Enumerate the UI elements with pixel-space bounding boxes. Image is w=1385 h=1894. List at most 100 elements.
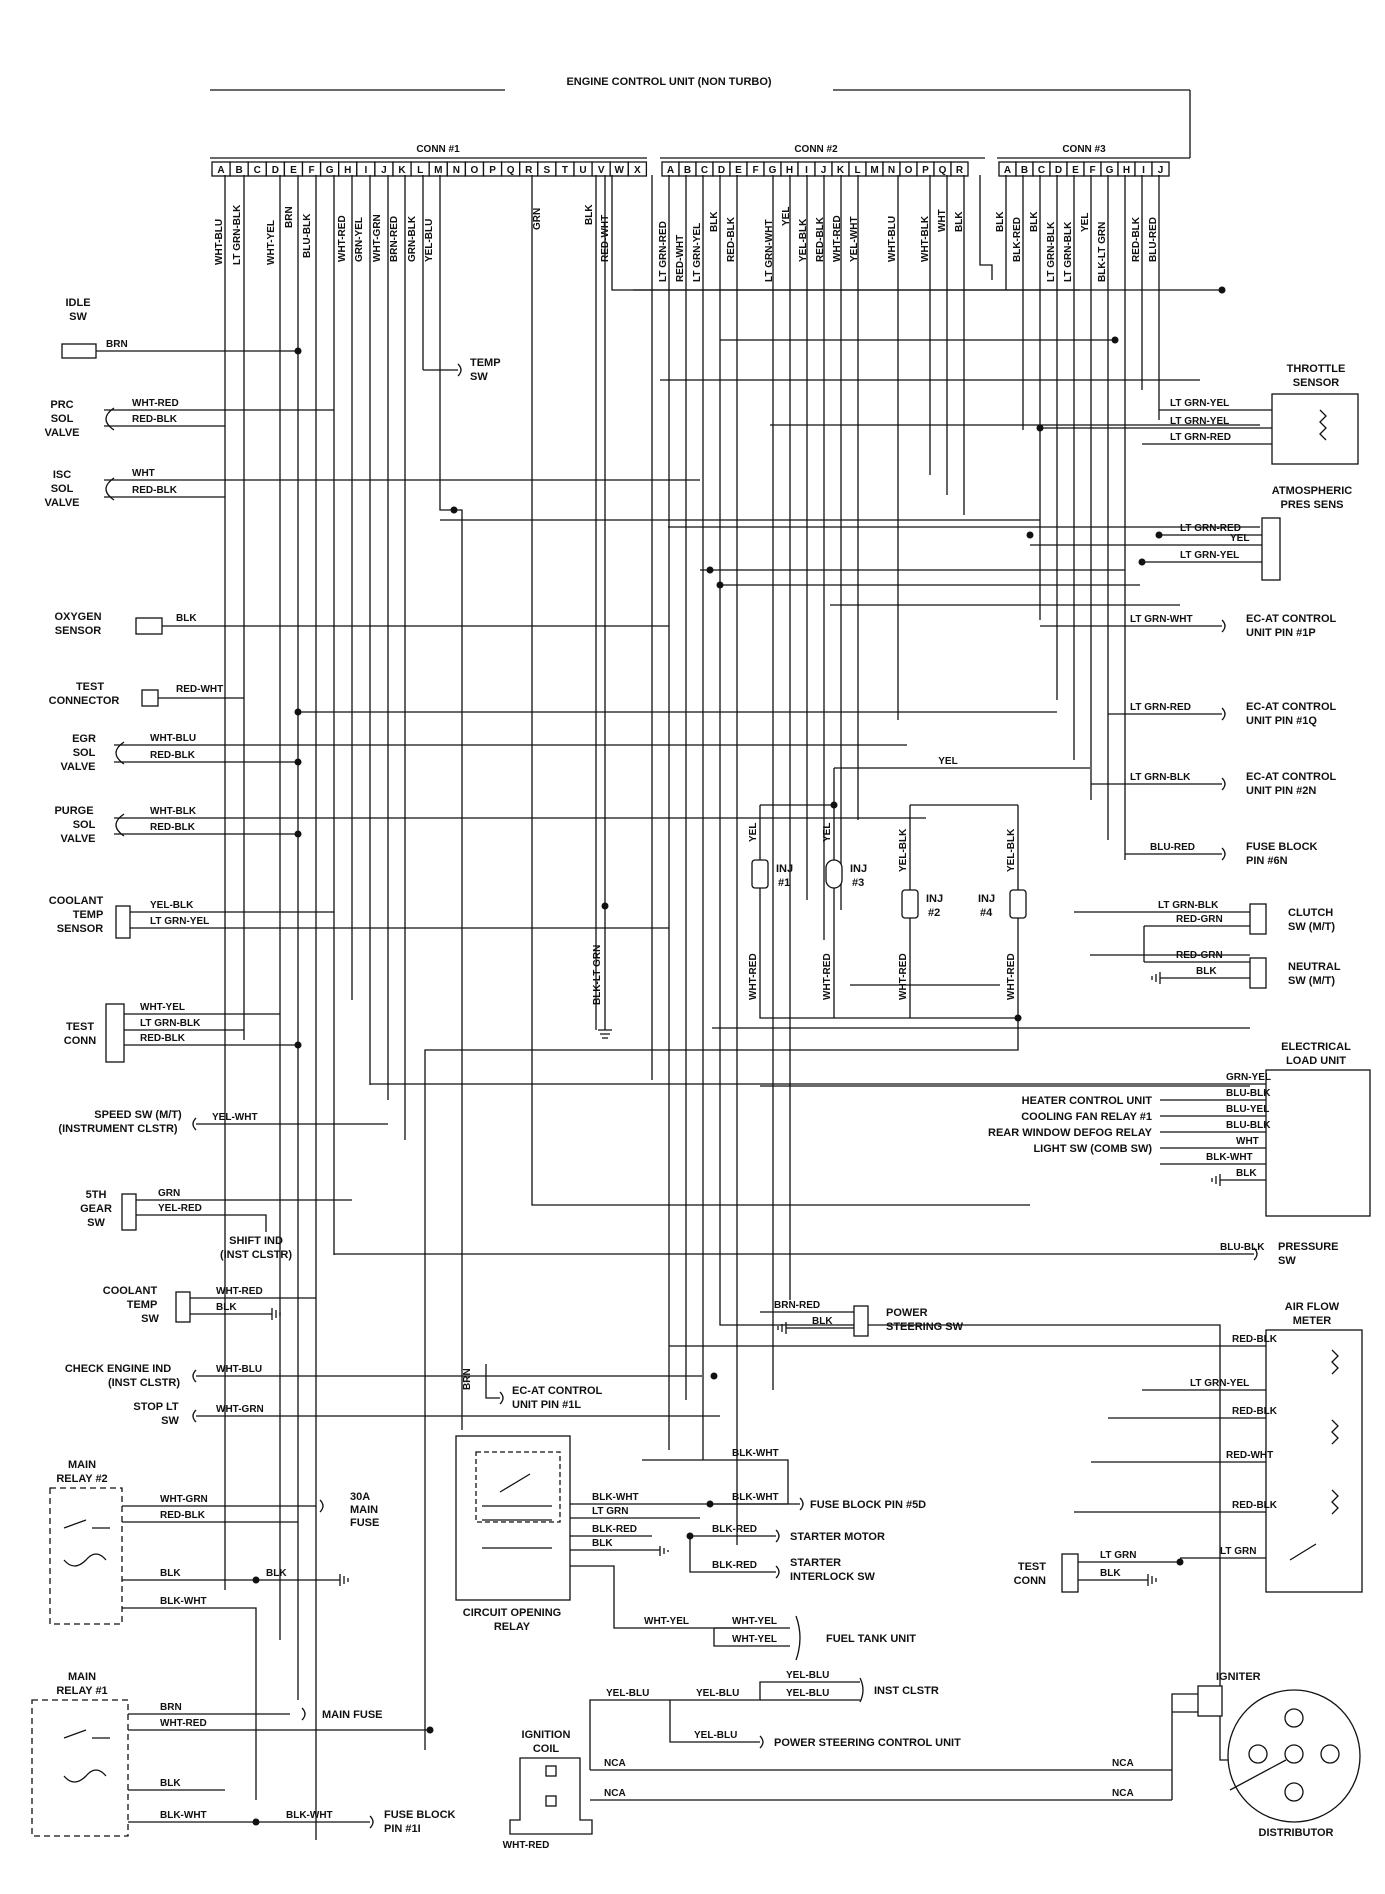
connector-pin: N (888, 165, 895, 176)
connector-pin-box (1151, 161, 1170, 177)
switch-icon (175, 1291, 191, 1323)
test-conn-label: TEST (66, 1021, 94, 1033)
connector-pin-box (950, 161, 969, 177)
ecu-wire-label: LT GRN-YEL (692, 223, 703, 282)
coolant-temp-sw-label: SW (141, 1313, 159, 1325)
wire-label: LT GRN-YEL (1170, 398, 1229, 409)
connector-icon (141, 689, 159, 707)
atmospheric-pres-sens-label: PRES SENS (1281, 499, 1344, 511)
wire-label: BRN (106, 339, 128, 350)
wire-label: YEL-BLU (786, 1688, 829, 1699)
fifth-gear-sw-label: GEAR (80, 1203, 112, 1215)
wire-label: BLU-BLK (1220, 1242, 1265, 1253)
isc-sol-valve-label: SOL (51, 483, 74, 495)
oxygen-sensor-label: SENSOR (55, 625, 102, 637)
fuse-block-5d: BLK-WHT BLK-WHT FUSE BLOCK PIN #5D (642, 1448, 926, 1511)
wire-label: RED-BLK (1232, 1334, 1278, 1345)
power-steering-sw: BRN-RED BLK POWER STEERING SW (760, 1300, 964, 1337)
power-steering-sw-label: POWER (886, 1307, 928, 1319)
fuse-block-6n: BLU-RED FUSE BLOCK PIN #6N (1125, 841, 1318, 867)
wire-label: WHT-RED (503, 1840, 550, 1851)
main-relay-1-label: RELAY #1 (56, 1685, 107, 1697)
ecu-wire-label: WHT-YEL (266, 220, 277, 265)
injector-2-label: #2 (928, 907, 940, 919)
main-fuse-label: FUSE (350, 1517, 379, 1529)
fuse-block-label: FUSE BLOCK (384, 1809, 456, 1821)
test-connector-label: TEST (76, 681, 104, 693)
connector-pin: K (398, 165, 406, 176)
ecat-label: EC-AT CONTROL (512, 1385, 603, 1397)
wire-label: LT GRN-WHT (1130, 614, 1193, 625)
connector-pin: F (308, 165, 314, 176)
switch-icon (1249, 903, 1267, 935)
conn1-label: CONN #1 (416, 144, 460, 155)
coil-terminal-icon (545, 1765, 557, 1777)
wire-label: WHT-YEL (644, 1616, 689, 1627)
fuse-block-label: FUSE BLOCK (1246, 841, 1318, 853)
wire-label: BRN (160, 1702, 182, 1713)
electrical-load-unit-label: LOAD UNIT (1286, 1055, 1346, 1067)
coolant-temp-sensor-label: COOLANT (49, 895, 104, 907)
fuse-block-label: PIN #1I (384, 1823, 421, 1835)
ecat-pin-1q: LT GRN-RED EC-AT CONTROL UNIT PIN #1Q (1108, 701, 1337, 727)
wire-label: RED-GRN (1176, 950, 1223, 961)
wire-label: RED-BLK (150, 750, 196, 761)
starter-interlock-sw: BLK-RED STARTER INTERLOCK SW (689, 1536, 876, 1583)
connector-pin: J (381, 165, 387, 176)
shift-ind-label: (INST CLSTR) (220, 1249, 292, 1261)
ecu-wire-label: LT GRN-BLK (1046, 221, 1057, 282)
wire-label: LT GRN-RED (1130, 702, 1191, 713)
wire-label: NCA (1112, 1758, 1134, 1769)
ecu-wire-label: BLK (709, 211, 720, 232)
wire-label: WHT-YEL (732, 1634, 777, 1645)
clutch-sw: LT GRN-BLK RED-GRN CLUTCH SW (M/T) (1074, 900, 1335, 962)
check-engine-ind-label: CHECK ENGINE IND (65, 1363, 171, 1375)
load-item-label: LIGHT SW (COMB SW) (1033, 1143, 1152, 1155)
right-components: THROTTLE SENSOR LT GRN-YEL LT GRN-YEL LT… (334, 363, 1371, 1593)
connector-pin: H (1123, 165, 1130, 176)
wire-label: NCA (604, 1758, 626, 1769)
stop-lt-sw-label: SW (161, 1415, 179, 1427)
speed-sw-label: (INSTRUMENT CLSTR) (58, 1123, 177, 1135)
horizontal-routes (440, 289, 1260, 1087)
connector-pin: Q (507, 165, 515, 176)
ecu-wire-label: YEL (781, 207, 792, 226)
injector-1-label: INJ (776, 863, 793, 875)
wire-label: YEL-BLU (694, 1730, 737, 1741)
ecu-wire-label: GRN (532, 208, 543, 230)
connector-pin: A (1004, 165, 1011, 176)
wire-label: LT GRN-BLK (140, 1018, 201, 1029)
throttle-sensor: THROTTLE SENSOR LT GRN-YEL LT GRN-YEL LT… (1040, 363, 1359, 465)
prc-sol-valve-label: SOL (51, 413, 74, 425)
throttle-sensor-label: THROTTLE (1287, 363, 1346, 375)
coil-terminal-icon (545, 1795, 557, 1807)
connector-pin: S (544, 165, 551, 176)
wire-label: BLK (592, 1538, 613, 1549)
wire-label: LT GRN-YEL (1170, 416, 1229, 427)
wire-label: LT GRN-YEL (1190, 1378, 1249, 1389)
connector-pin: H (786, 165, 793, 176)
ecu-wire-label: YEL (1080, 213, 1091, 232)
connector-pin: O (905, 165, 913, 176)
wire-label: RED-BLK (132, 414, 178, 425)
junction-dots (252, 286, 1226, 1826)
ps-control-unit-label: POWER STEERING CONTROL UNIT (774, 1737, 961, 1749)
wire-label: RED-BLK (132, 485, 178, 496)
wire-label: BLK-RED (712, 1524, 757, 1535)
temp-sw-label: SW (470, 371, 488, 383)
connector-pin: I (805, 165, 808, 176)
load-item-label: HEATER CONTROL UNIT (1022, 1095, 1153, 1107)
wire-label: RED-GRN (1176, 914, 1223, 925)
injector-wire-label: YEL-BLK (898, 828, 909, 872)
injector-3-label: #3 (852, 877, 864, 889)
connector-pin: J (821, 165, 827, 176)
ecat-pin-2n: LT GRN-BLK EC-AT CONTROL UNIT PIN #2N (1091, 771, 1337, 797)
idle-sw-label: IDLE (65, 297, 90, 309)
ecat-label: EC-AT CONTROL (1246, 771, 1337, 783)
test-conn-label: CONN (1014, 1575, 1046, 1587)
wire-label: LT GRN-YEL (150, 916, 209, 927)
wire-label: WHT-RED (216, 1286, 263, 1297)
wire-label: BLK-WHT (286, 1810, 333, 1821)
ecu-wire-label: BRN-RED (389, 216, 400, 262)
